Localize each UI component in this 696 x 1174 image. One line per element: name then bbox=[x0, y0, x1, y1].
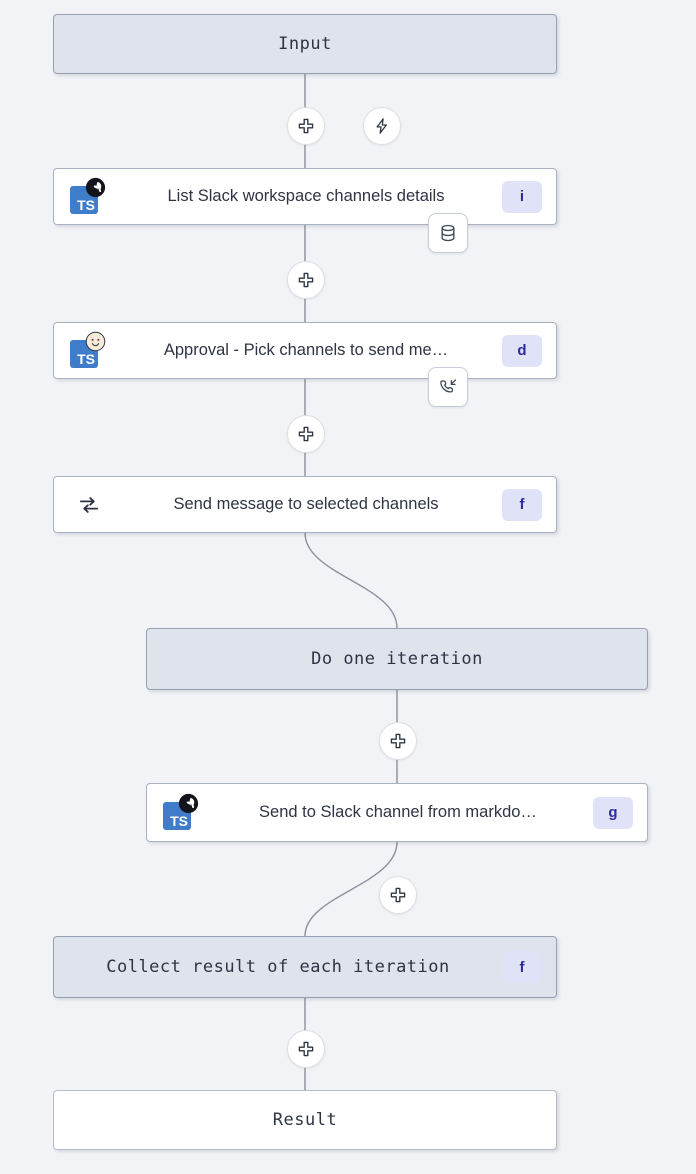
node-result-label: Result bbox=[272, 1110, 338, 1130]
database-badge[interactable] bbox=[428, 213, 468, 253]
node-badge-d[interactable]: d bbox=[502, 334, 542, 367]
plus-icon bbox=[298, 272, 314, 288]
node-result[interactable]: Result bbox=[53, 1090, 557, 1150]
node-collect-result[interactable]: Collect result of each iteration f bbox=[53, 936, 557, 998]
add-step-button-after-slack[interactable] bbox=[379, 876, 417, 914]
node-list-slack-channels-label: List Slack workspace channels details bbox=[167, 187, 445, 205]
baby-face-icon bbox=[85, 331, 106, 352]
node-badge-f-collect[interactable]: f bbox=[502, 951, 542, 983]
node-do-one-iteration-label: Do one iteration bbox=[311, 649, 483, 669]
ts-icon-label: TS bbox=[70, 185, 98, 214]
add-step-button-in-loop[interactable] bbox=[379, 722, 417, 760]
node-input-label: Input bbox=[278, 34, 332, 54]
typescript-icon: TS bbox=[68, 331, 110, 371]
plus-icon bbox=[298, 1041, 314, 1057]
node-badge-f[interactable]: f bbox=[502, 488, 542, 521]
typescript-icon: TS bbox=[161, 793, 203, 833]
add-step-button-before-result[interactable] bbox=[287, 1030, 325, 1068]
plus-icon bbox=[298, 118, 314, 134]
node-do-one-iteration[interactable]: Do one iteration bbox=[146, 628, 648, 690]
deno-icon bbox=[85, 177, 106, 198]
plus-icon bbox=[298, 426, 314, 442]
incoming-call-icon bbox=[440, 379, 457, 393]
database-icon bbox=[441, 224, 455, 242]
lightning-icon bbox=[376, 118, 387, 134]
node-input[interactable]: Input bbox=[53, 14, 557, 74]
node-send-to-slack[interactable]: TS Send to Slack channel from markdo… g bbox=[146, 783, 648, 842]
add-step-button-after-approval[interactable] bbox=[287, 415, 325, 453]
node-approval[interactable]: TS Approval - Pick channels to send me… … bbox=[53, 322, 557, 379]
node-list-slack-channels[interactable]: TS List Slack workspace channels details… bbox=[53, 168, 557, 225]
node-send-message-label: Send message to selected channels bbox=[173, 495, 439, 513]
node-badge-g[interactable]: g bbox=[593, 796, 633, 829]
add-step-button-after-list[interactable] bbox=[287, 261, 325, 299]
deno-icon bbox=[178, 793, 199, 814]
plus-icon bbox=[390, 887, 406, 903]
forloop-icon bbox=[68, 490, 110, 520]
add-step-button-input[interactable] bbox=[287, 107, 325, 145]
incoming-call-badge[interactable] bbox=[428, 367, 468, 407]
node-send-message-forloop[interactable]: Send message to selected channels f bbox=[53, 476, 557, 533]
node-collect-result-label: Collect result of each iteration bbox=[106, 957, 450, 977]
add-trigger-button[interactable] bbox=[363, 107, 401, 145]
node-badge-i[interactable]: i bbox=[502, 180, 542, 213]
node-send-to-slack-label: Send to Slack channel from markdo… bbox=[259, 803, 537, 821]
node-approval-label: Approval - Pick channels to send me… bbox=[163, 341, 449, 359]
typescript-icon: TS bbox=[68, 177, 110, 217]
plus-icon bbox=[390, 733, 406, 749]
